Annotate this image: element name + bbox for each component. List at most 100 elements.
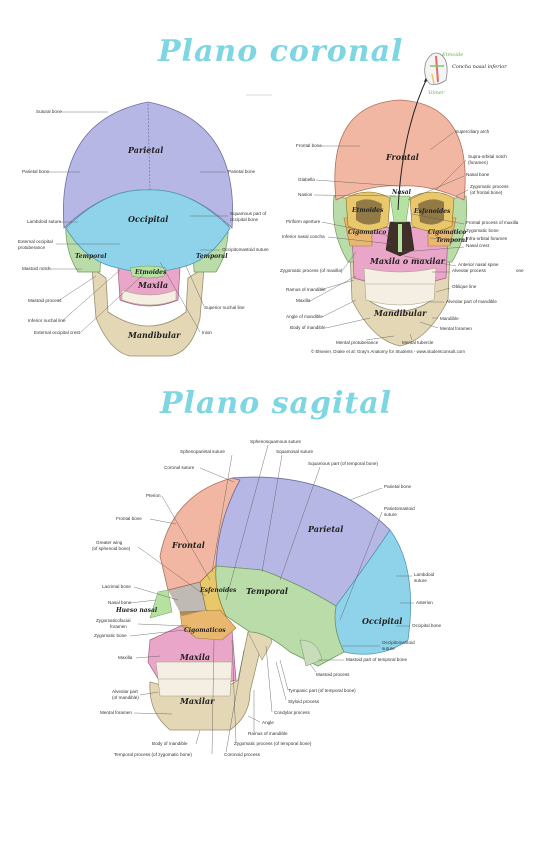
anterior-teeth bbox=[363, 267, 437, 306]
label-inferior-nasal-concha: Inferior nasal concha bbox=[282, 234, 325, 239]
label-maxilla-lat: Maxilla bbox=[118, 655, 133, 660]
label-mental-foramen: Mental foramen bbox=[440, 326, 472, 331]
anterior-frontal-hw: Frontal bbox=[385, 152, 419, 162]
label-supraorbital: Supra-orbital notch bbox=[468, 154, 507, 159]
label-nasal-crest: Nasal crest bbox=[466, 243, 490, 248]
inset-etmoide: Etmoide bbox=[441, 52, 463, 58]
inset-nasal-septum bbox=[424, 52, 448, 85]
label-occipitomastoid: Occipitomastoid bbox=[382, 640, 415, 645]
posterior-etmoides-hw: Etmoides bbox=[134, 269, 167, 276]
label-zygomatic-process-2: (of frontal bone) bbox=[470, 190, 503, 195]
label-tympanic-part: Tympanic part (of temporal bone) bbox=[288, 688, 356, 693]
label-parietomastoid: Parietomastoid bbox=[384, 506, 415, 511]
label-occipitomastoid-2: suture bbox=[382, 646, 395, 651]
label-credit: © Elsevier. Drake et al: Gray's Anatomy … bbox=[311, 349, 465, 354]
label-lambdoid-2: suture bbox=[414, 578, 427, 583]
posterior-labels: Sutural bone Parietal bone Parietal bone… bbox=[18, 109, 269, 335]
label-side-cut: one bbox=[516, 268, 524, 273]
anterior-etmoides-hw: Etmoides bbox=[351, 207, 384, 214]
anterior-mandibular-hw: Mandibular bbox=[373, 308, 427, 318]
label-ramus-lat: Ramus of mandible bbox=[248, 731, 288, 736]
posterior-temporal-left-hw: Temporal bbox=[75, 253, 107, 260]
label-parietal-bone: Parietal bone bbox=[384, 484, 412, 489]
lateral-parietal-hw: Parietal bbox=[307, 524, 343, 534]
label-lacrimal-bone: Lacrimal bone bbox=[102, 584, 131, 589]
anterior-esfenoides-hw: Esfenoides bbox=[413, 208, 451, 215]
lateral-cigomaticos-hw: Cigomaticos bbox=[184, 627, 226, 634]
label-body-of-mandible-lat: Body of mandible bbox=[152, 741, 188, 746]
inset-arrow bbox=[397, 75, 429, 211]
label-angle-of-mandible: Angle of mandible bbox=[286, 314, 323, 319]
label-glabella: Glabella bbox=[298, 177, 315, 182]
title-plano-coronal: Plano coronal bbox=[158, 34, 404, 69]
anterior-cigomatico-left-hw: Cigomatico bbox=[348, 229, 386, 236]
label-styloid-process: Styloid process bbox=[288, 699, 320, 704]
label-alveolar-part: Alveolar part bbox=[112, 689, 139, 694]
label-occipitomastoid-suture: Occipitomastoid suture bbox=[222, 247, 269, 252]
lateral-hueso-nasal-hw: Hueso nasal bbox=[115, 607, 158, 614]
label-parietal-bone-left: Parietal bone bbox=[22, 169, 50, 174]
posterior-skull bbox=[62, 101, 234, 357]
label-oblique-line: Oblique line bbox=[452, 284, 477, 289]
label-condylar-process: Condylar process bbox=[274, 710, 310, 715]
label-maxilla: Maxilla bbox=[296, 298, 311, 303]
label-superior-nuchal-line: Superior nuchal line bbox=[204, 305, 245, 310]
label-zygomatic-process-maxilla: Zygomatic process (of maxilla) bbox=[280, 268, 343, 273]
label-zygomaticofacial-2: foramen bbox=[110, 624, 127, 629]
label-ramus-of-mandible: Ramus of mandible bbox=[286, 287, 326, 292]
label-squamosal-suture: Squamosal suture bbox=[276, 449, 313, 454]
label-angle: Angle bbox=[262, 720, 274, 725]
label-alveolar-part-2: (of mandible) bbox=[112, 695, 139, 700]
label-external-occipital-crest: External occipital crest bbox=[34, 330, 81, 335]
anterior-mandible bbox=[349, 249, 451, 347]
anterior-maxila-hw: Maxila o maxilar bbox=[369, 256, 446, 266]
label-mastoid-process: Mastoid process bbox=[28, 298, 62, 303]
label-infraorbital-foramen: Infra-orbital foramen bbox=[466, 236, 508, 241]
lateral-sphenoid bbox=[199, 565, 227, 617]
label-lambdoid: Lambdoid bbox=[414, 572, 435, 577]
posterior-temporal-right-hw: Temporal bbox=[196, 253, 228, 260]
anterior-cigomatico-right-hw: Cigomatico bbox=[428, 229, 466, 236]
label-nasal-bone-lat: Nasal bone bbox=[108, 600, 132, 605]
label-occipital-bone: Occipital bone bbox=[412, 623, 442, 628]
title-plano-sagital: Plano sagital bbox=[160, 386, 393, 421]
posterior-occipital-hw: Occipital bbox=[128, 214, 168, 224]
label-coronal-suture: Coronal suture bbox=[164, 465, 195, 470]
label-superciliary-arch: Superciliary arch bbox=[455, 129, 490, 134]
lateral-maxilar-hw: Maxilar bbox=[179, 696, 215, 706]
lateral-nasal bbox=[149, 589, 173, 619]
label-mandible: Mandible bbox=[440, 316, 459, 321]
posterior-ethmoid bbox=[129, 265, 167, 279]
lateral-labels: Sphenosquamous suture Sphenoparietal sut… bbox=[92, 439, 442, 757]
label-external-occipital-protuberance: External occipital bbox=[18, 239, 53, 244]
anterior-labels: Superciliary arch Frontal bone Supra-orb… bbox=[280, 129, 524, 354]
posterior-occipital bbox=[65, 189, 231, 273]
label-mastoid-part: Mastoid part of temporal bone bbox=[346, 657, 407, 662]
anterior-septum bbox=[398, 224, 402, 252]
label-mastoid-notch: Mastoid notch bbox=[22, 266, 51, 271]
label-frontal-process: Frontal process of maxilla bbox=[466, 220, 519, 225]
lateral-esfenoides-hw: Esfenoides bbox=[199, 587, 237, 594]
label-squamous-part-temporal: Squamous part (of temporal bone) bbox=[308, 461, 378, 466]
label-squamous-part-2: occipital bone bbox=[230, 217, 259, 222]
label-zygomatic-bone-lat: Zygomatic bone bbox=[94, 633, 127, 638]
label-anterior-nasal-spine: Anterior nasal spine bbox=[458, 262, 499, 267]
label-coronoid-process: Coronoid process bbox=[224, 752, 261, 757]
label-nasion: Nasion bbox=[298, 192, 313, 197]
label-greater-wing-2: (of sphenoid bone) bbox=[92, 546, 131, 551]
label-supraorbital-2: (foramen) bbox=[468, 160, 488, 165]
lateral-skull bbox=[147, 476, 412, 731]
lateral-orbit bbox=[168, 582, 206, 616]
label-pterion: Pterion bbox=[146, 493, 161, 498]
label-zygomatic-process-temporal: Zygomatic process (of temporal bone) bbox=[234, 741, 312, 746]
posterior-maxila-hw: Maxila bbox=[137, 280, 168, 290]
anterior-nasal-bone bbox=[389, 195, 411, 223]
anterior-nasal-hw: Nasal bbox=[391, 189, 412, 196]
inset-red-stripe bbox=[435, 55, 439, 83]
label-mental-foramen-lat: Mental foramen bbox=[100, 710, 132, 715]
label-sutural-bone: Sutural bone bbox=[36, 109, 62, 114]
label-nasal-bone: Nasal bone bbox=[466, 172, 490, 177]
label-alveolar-process: Alveolar process bbox=[452, 268, 487, 273]
label-parietomastoid-2: suture bbox=[384, 512, 397, 517]
label-frontal-bone: Frontal bone bbox=[296, 143, 322, 148]
